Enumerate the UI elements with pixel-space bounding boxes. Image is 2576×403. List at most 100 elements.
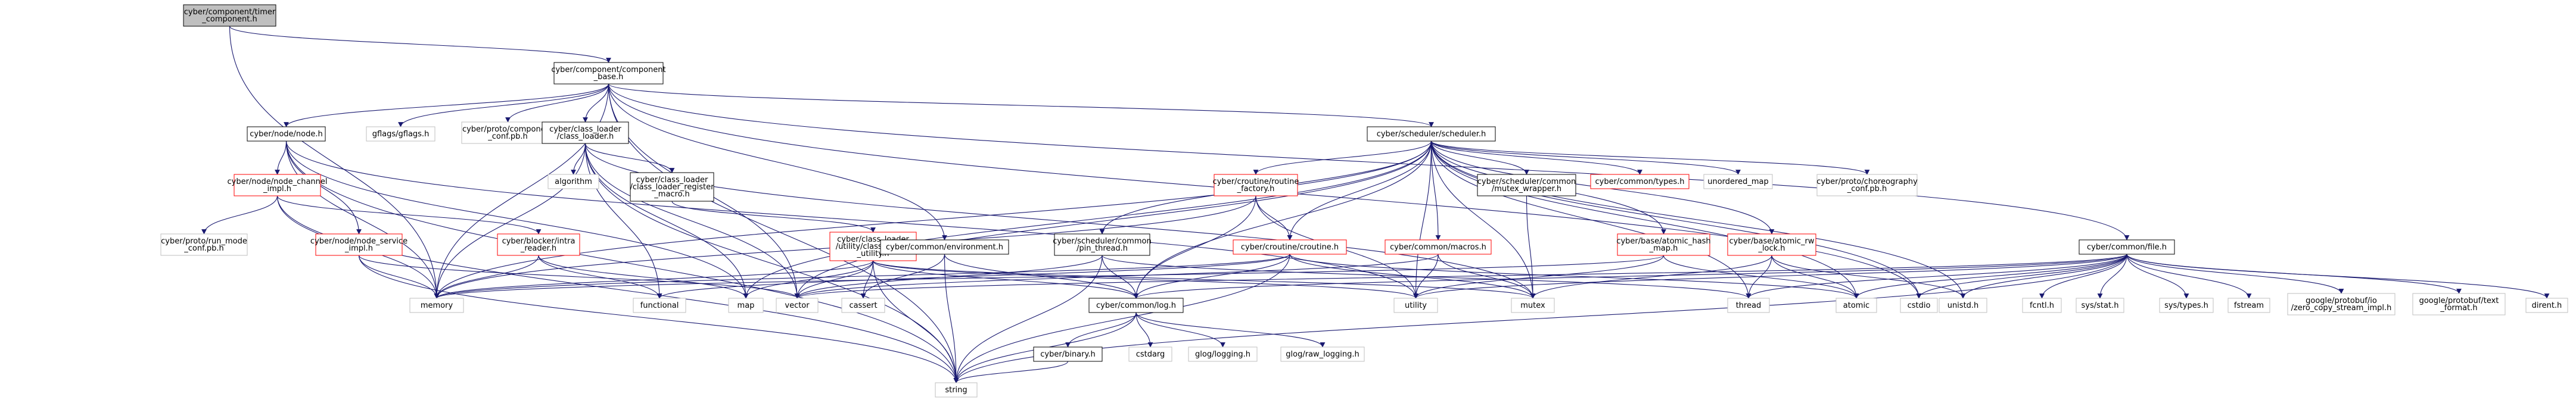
node-box (2022, 298, 2062, 313)
edge-n7-n29 (743, 140, 1432, 299)
edge-n6-n30 (584, 143, 800, 299)
node-label-line: _conf.pb.h (1847, 185, 1887, 193)
node-cyber-common-environment-h[interactable]: cyber/common/environment.h (880, 239, 1009, 255)
node-cyber-scheduler-common-mutex-wrapper-h[interactable]: cyber/scheduler/common/mutex_wrapper.h (1477, 174, 1576, 196)
edge-n22-n34 (1289, 254, 1536, 299)
edge-n46-n50 (953, 361, 1069, 383)
node-box (315, 233, 403, 256)
node-box (1054, 233, 1150, 256)
node-cyber-class-loader-class-loader-register-macro-h[interactable]: cyber/class_loader/class_loader_register… (630, 172, 715, 202)
node-label-line: unistd.h (1947, 301, 1979, 310)
node-utility: utility (1393, 298, 1438, 313)
edge-n2-n3 (284, 83, 609, 127)
node-box (776, 298, 819, 313)
node-label-line: map (738, 301, 755, 310)
node-cyber-binary-h[interactable]: cyber/binary.h (1033, 346, 1103, 362)
edge-n11-n32 (1133, 195, 1256, 299)
node-cyber-component-component-base-h[interactable]: cyber/component/component_base.h (551, 62, 666, 85)
node-label-line: cstdio (1908, 301, 1931, 310)
node-label-line: /pin_thread.h (1077, 244, 1128, 253)
node-cyber-common-macros-h[interactable]: cyber/common/macros.h (1385, 239, 1492, 255)
node-cyber-node-node-h[interactable]: cyber/node/node.h (247, 126, 326, 142)
edge-n32-n46 (1065, 312, 1137, 348)
node-box (728, 298, 764, 313)
node-label-line: cyber/common/macros.h (1390, 243, 1486, 252)
edge-n26-n43 (2126, 254, 2344, 294)
edge-n23-n33 (1413, 254, 1439, 299)
node-mutex: mutex (1511, 298, 1555, 313)
edge-n19-n33 (872, 260, 1418, 299)
node-label-line: cyber/common/types.h (1595, 177, 1684, 186)
node-cyber-common-log-h[interactable]: cyber/common/log.h (1088, 298, 1184, 313)
node-cyber-class-loader-class-loader-h[interactable]: cyber/class_loader/class_loader.h (542, 121, 629, 144)
edge-n11-n22 (1255, 195, 1293, 240)
node-label-line: cyber/node/node.h (250, 130, 322, 139)
node-label-line: /class_loader.h (557, 132, 614, 141)
node-label-line: /mutex_wrapper.h (1492, 185, 1561, 193)
node-unistd-h: unistd.h (1939, 298, 1987, 313)
node-fstream: fstream (2227, 298, 2270, 313)
node-cyber-croutine-routine-factory-h[interactable]: cyber/croutine/routine_factory.h (1213, 174, 1299, 196)
edge-n7-n32 (1133, 140, 1432, 299)
edge-n8-n16 (201, 195, 278, 235)
node-box (1511, 298, 1555, 313)
edge-n18-n28 (538, 255, 662, 299)
edge-n25-n38 (1771, 255, 1966, 299)
node-label-line: cstdarg (1136, 350, 1165, 359)
node-cyber-node-node-channel-impl-h[interactable]: cyber/node/node_channel_impl.h (227, 174, 328, 196)
node-box (633, 298, 686, 313)
edge-n19-n34 (872, 260, 1536, 299)
node-label-line: utility (1405, 301, 1427, 310)
edge-n2-n50 (608, 83, 959, 383)
edge-n21-n50 (953, 255, 1103, 383)
edge-n26-n35 (1746, 254, 2127, 299)
node-label-line: cyber/croutine/routine (1213, 177, 1299, 186)
node-label-line: cyber/node/node_service (310, 237, 407, 246)
edge-n26-n38 (1960, 254, 2127, 299)
node-label-line: cyber/component/timer (184, 8, 276, 17)
node-box (547, 174, 599, 189)
edge-n20-n32 (944, 254, 1139, 299)
node-memory: memory (409, 298, 464, 313)
node-cassert: cassert (841, 298, 885, 313)
node-dirent-h: dirent.h (2525, 298, 2568, 313)
node-box (2079, 239, 2175, 255)
node-label-line: /zero_copy_stream_impl.h (2291, 304, 2392, 313)
node-cyber-base-atomic-rw-lock-h[interactable]: cyber/base/atomic_rw_lock.h (1727, 233, 1816, 256)
edge-n19-n50 (872, 260, 959, 383)
node-cyber-common-types-h[interactable]: cyber/common/types.h (1590, 174, 1690, 189)
node-label-line: functional (640, 301, 679, 310)
edge-n7-n13 (1430, 140, 1642, 175)
node-box (1188, 346, 1258, 362)
node-label-line: cassert (849, 301, 877, 310)
node-cyber-scheduler-scheduler-h[interactable]: cyber/scheduler/scheduler.h (1367, 126, 1496, 142)
node-box (2525, 298, 2568, 313)
node-google-protobuf-text-format-h: google/protobuf/text_format.h (2412, 293, 2506, 315)
node-box (1088, 298, 1184, 313)
node-cyber-node-node-service-impl-h[interactable]: cyber/node/node_service_impl.h (310, 233, 407, 256)
node-cstdarg: cstdarg (1128, 346, 1172, 362)
node-label-line: unordered_map (1707, 177, 1769, 186)
edge-n7-n33 (1413, 140, 1432, 299)
edge-n19-n29 (743, 260, 874, 299)
node-cyber-blocker-intra-reader-h[interactable]: cyber/blocker/intra_reader.h (497, 233, 580, 256)
node-box (1214, 174, 1298, 196)
edge-n17-n50 (358, 255, 959, 383)
node-cyber-scheduler-common-pin-thread-h[interactable]: cyber/scheduler/common/pin_thread.h (1053, 233, 1152, 256)
edge-n7-n38 (1430, 140, 1966, 299)
node-label-line: glog/logging.h (1195, 350, 1250, 359)
edge-n23-n34 (1438, 254, 1536, 299)
edge-n22-n50 (953, 254, 1290, 383)
node-cyber-component-timer-component-h[interactable]: cyber/component/timer_component.h (183, 4, 276, 27)
node-label-line: string (945, 386, 967, 395)
node-cyber-croutine-croutine-h[interactable]: cyber/croutine/croutine.h (1233, 239, 1347, 255)
node-cyber-base-atomic-hash-map-h[interactable]: cyber/base/atomic_hash_map.h (1616, 233, 1711, 256)
node-cyber-common-file-h[interactable]: cyber/common/file.h (2079, 239, 2175, 255)
node-label-line: _conf.pb.h (487, 132, 527, 141)
node-glog-raw-logging-h: glog/raw_logging.h (1280, 346, 1365, 362)
node-unordered-map: unordered_map (1703, 174, 1773, 189)
node-label-line: cyber/node/node_channel (227, 177, 327, 186)
edge-n26-n30 (795, 254, 2127, 299)
node-box (1033, 346, 1103, 362)
edge-n7-n27 (434, 140, 1432, 299)
